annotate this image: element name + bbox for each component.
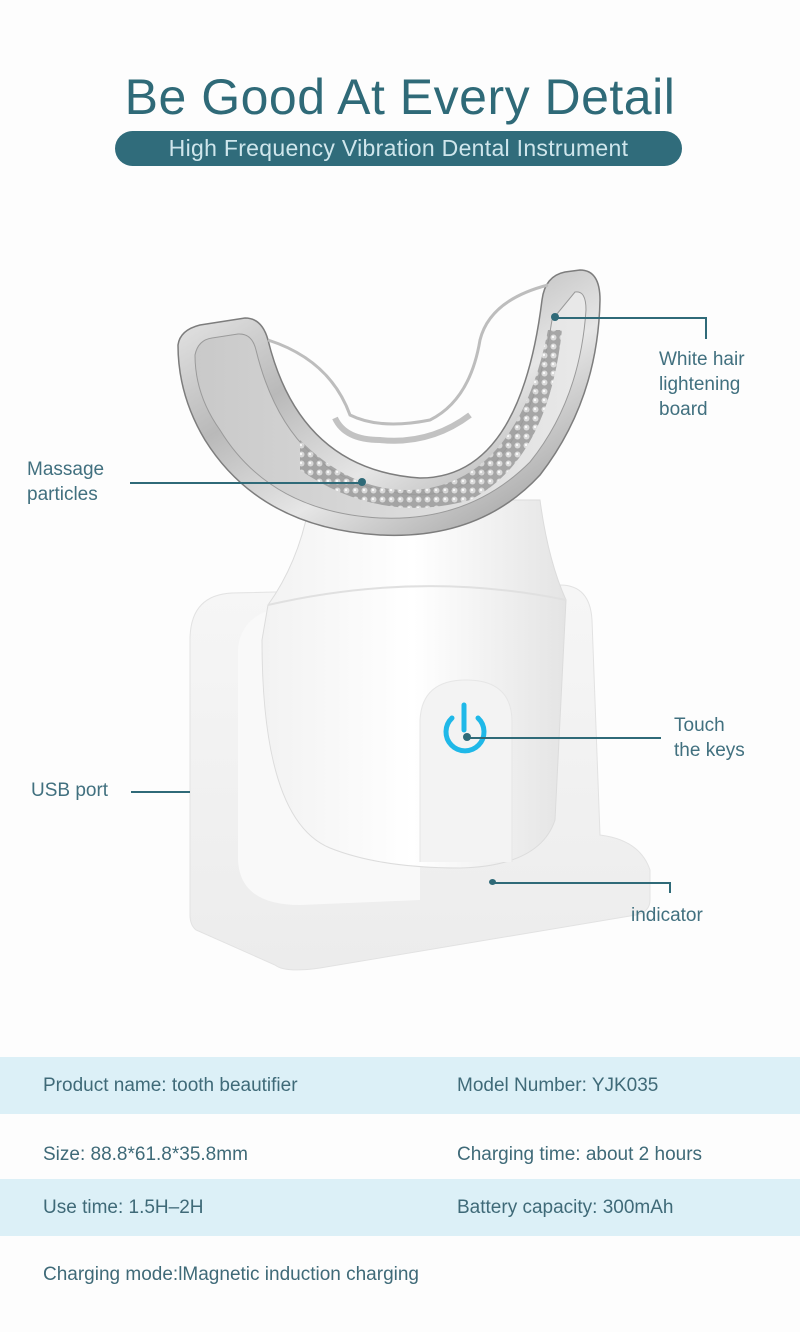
board-callout-line-vertical bbox=[705, 317, 707, 339]
touch-callout-line bbox=[467, 737, 661, 739]
spec-size: Size: 88.8*61.8*35.8mm bbox=[43, 1144, 248, 1165]
label-touch-keys: Touch the keys bbox=[674, 715, 745, 761]
spec-row: Size: 88.8*61.8*35.8mm Charging time: ab… bbox=[0, 1126, 800, 1183]
spec-row: Product name: tooth beautifier Model Num… bbox=[0, 1057, 800, 1114]
product-illustration bbox=[177, 269, 651, 971]
label-indicator: indicator bbox=[631, 905, 703, 926]
indicator-callout-line-vertical bbox=[669, 882, 671, 893]
spec-charging-mode: Charging mode:lMagnetic induction chargi… bbox=[43, 1264, 420, 1285]
spec-use-time: Use time: 1.5H–2H bbox=[43, 1197, 204, 1218]
usb-callout-line bbox=[131, 791, 190, 793]
spec-product-name: Product name: tooth beautifier bbox=[43, 1075, 298, 1096]
subtitle-text: High Frequency Vibration Dental Instrume… bbox=[168, 135, 629, 161]
board-callout-line bbox=[555, 317, 706, 319]
label-usb-port: USB port bbox=[31, 780, 109, 801]
indicator-callout-line bbox=[493, 882, 670, 884]
spec-charging-time: Charging time: about 2 hours bbox=[457, 1144, 703, 1165]
spec-model-number: Model Number: YJK035 bbox=[457, 1075, 659, 1096]
massage-callout-line bbox=[130, 482, 362, 484]
label-massage-particles: Massage particles bbox=[27, 459, 105, 505]
spec-battery-capacity: Battery capacity: 300mAh bbox=[457, 1197, 674, 1218]
subtitle-badge: High Frequency Vibration Dental Instrume… bbox=[115, 131, 682, 166]
power-icon bbox=[443, 702, 487, 754]
massage-callout-dot bbox=[358, 478, 366, 486]
label-white-hair-board: White hair lightening board bbox=[659, 349, 745, 420]
spec-row: Use time: 1.5H–2H Battery capacity: 300m… bbox=[0, 1179, 800, 1236]
indicator-callout-dot bbox=[489, 879, 496, 885]
spec-row: Charging mode:lMagnetic induction chargi… bbox=[0, 1246, 800, 1303]
page-title: Be Good At Every Detail bbox=[124, 69, 676, 125]
